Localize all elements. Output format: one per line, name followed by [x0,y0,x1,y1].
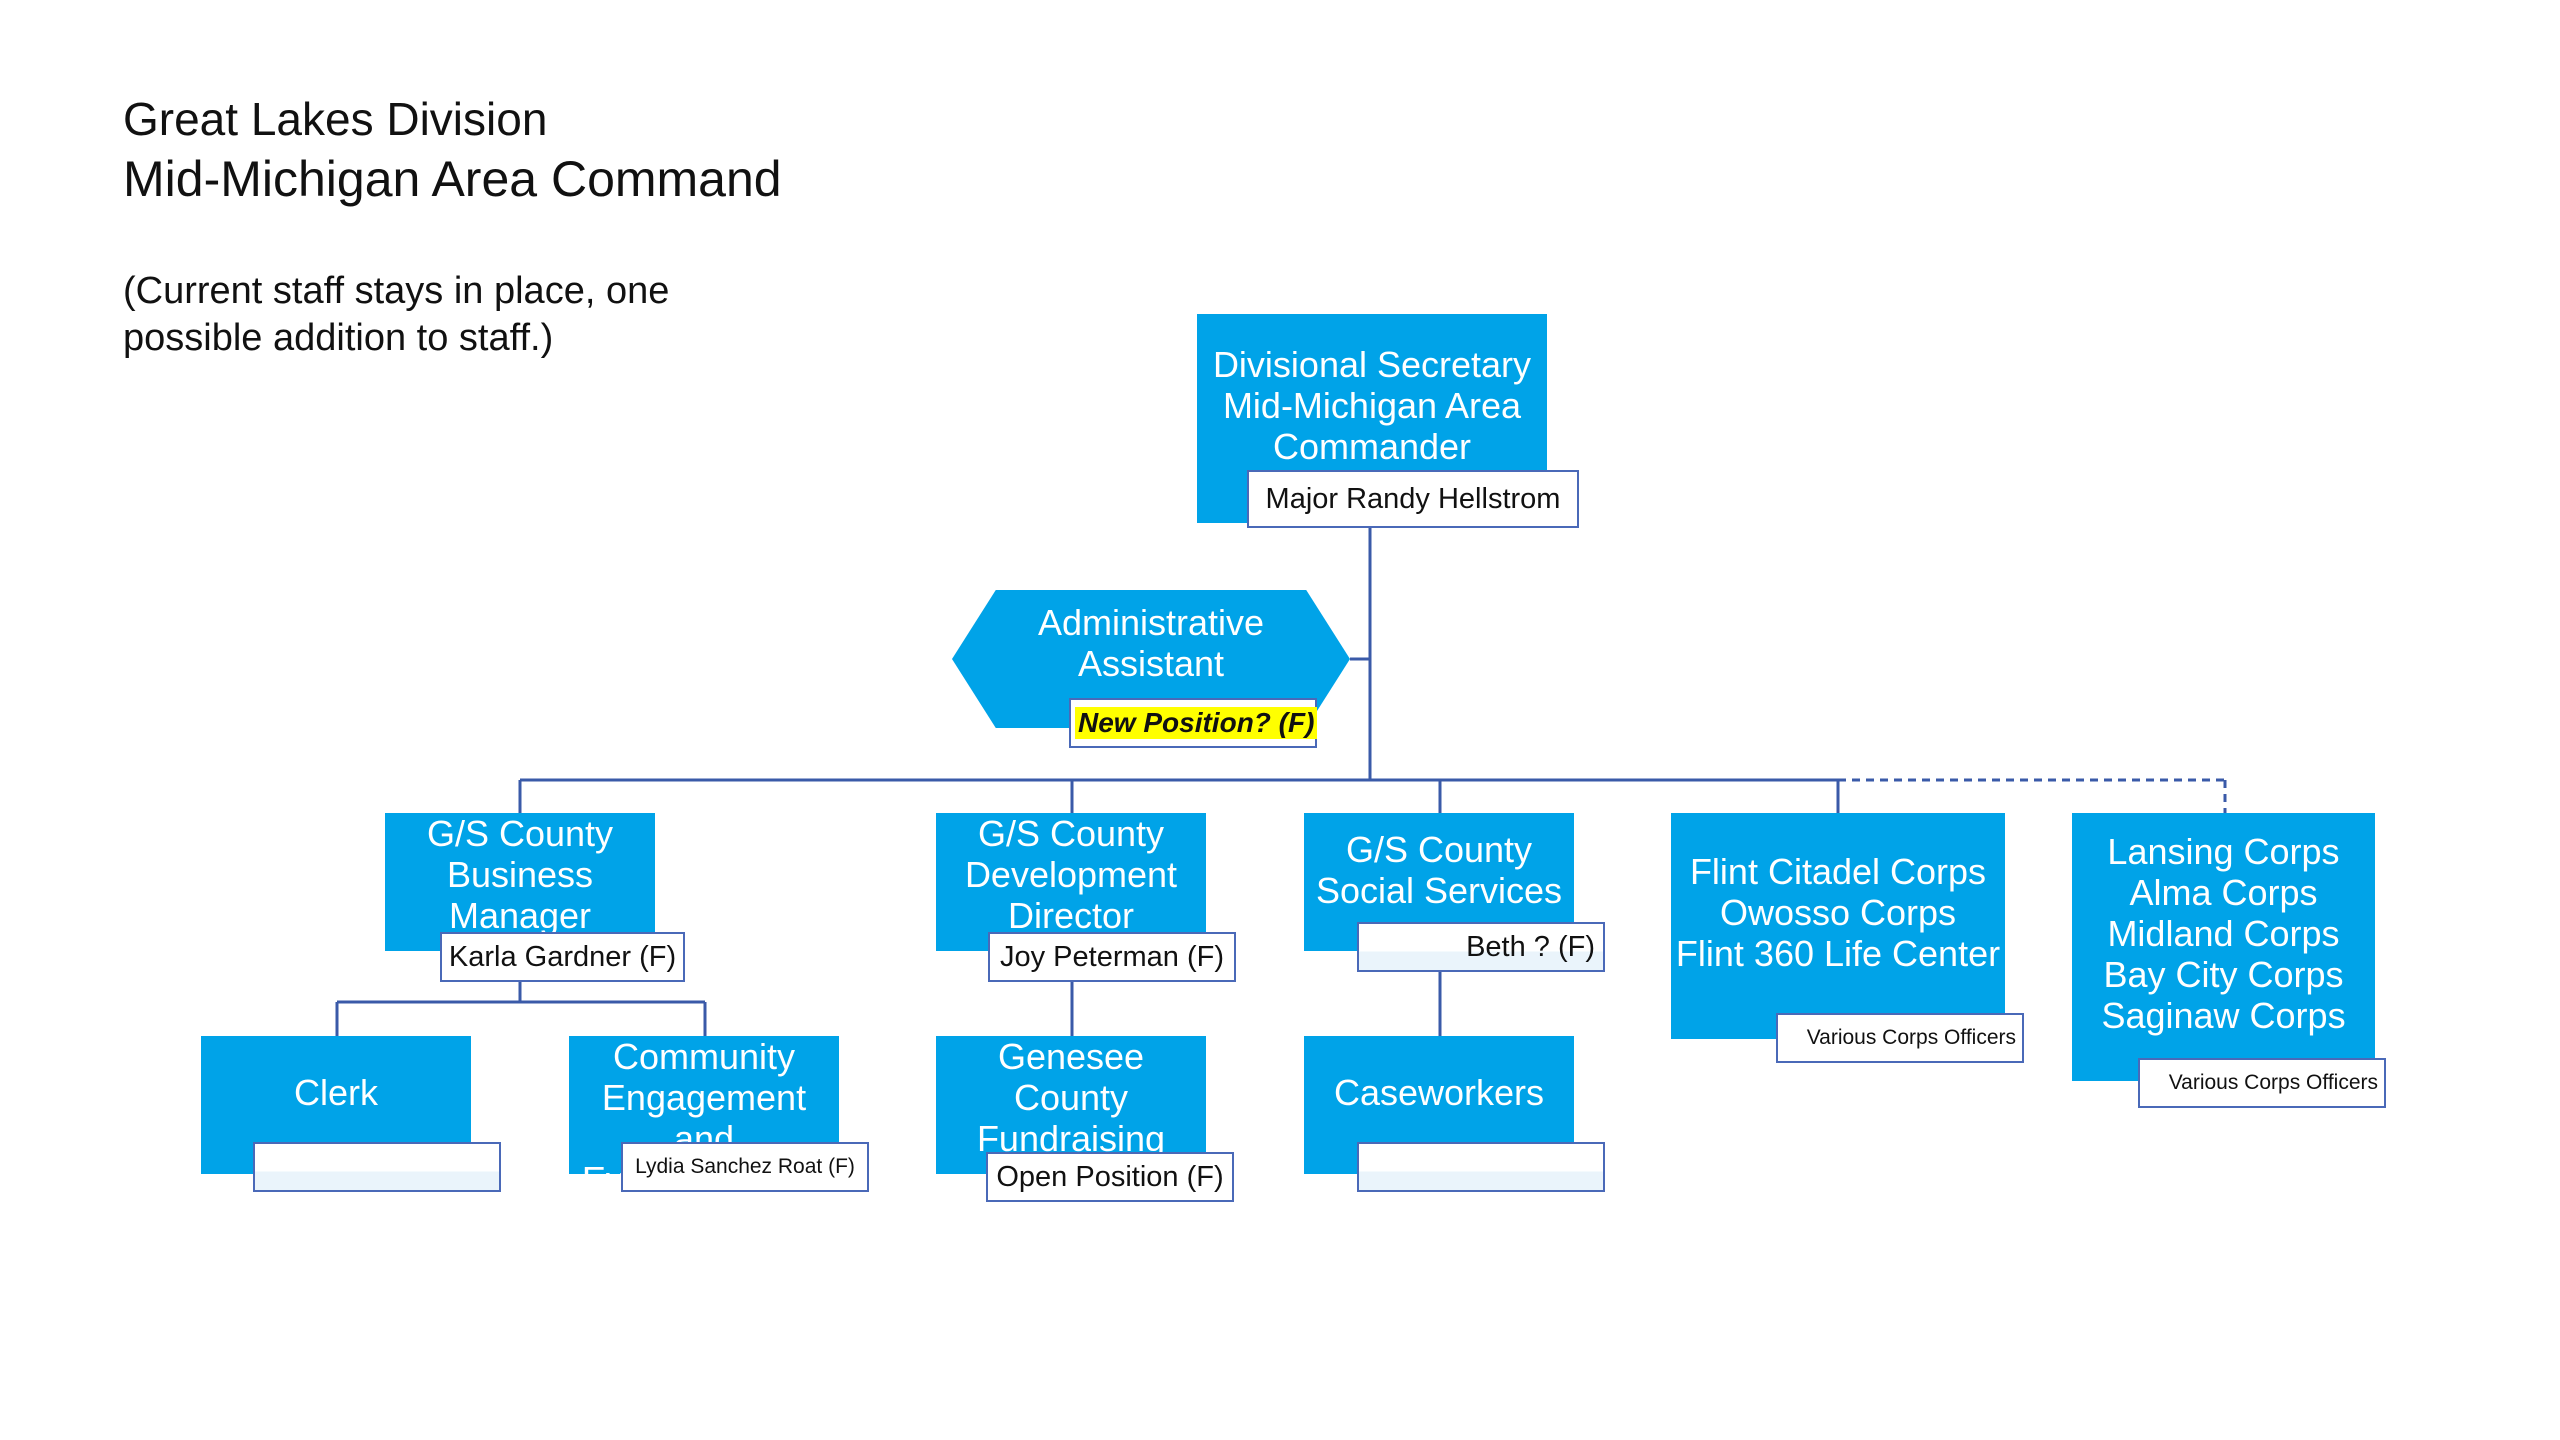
divisional-secretary-title: Divisional Secretary Mid-Michigan Area C… [1212,344,1532,467]
fundraising-associate-name: Open Position (F) [986,1152,1234,1202]
staff-note: (Current staff stays in place, one possi… [123,270,670,359]
flint-corps-box: Flint Citadel Corps Owosso Corps Flint 3… [1671,813,2005,1039]
lansing-corps-name: Various Corps Officers [2138,1058,2386,1108]
lansing-corps-title: Lansing Corps Alma Corps Midland Corps B… [2101,831,2346,1036]
new-position-highlight: New Position? (F) [1075,707,1318,739]
lansing-corps-box: Lansing Corps Alma Corps Midland Corps B… [2072,813,2375,1081]
administrative-assistant-title: Administrative Assistant [1037,602,1265,684]
business-manager-name: Karla Gardner (F) [440,932,685,982]
social-services-name-text: Beth ? (F) [1466,930,1595,963]
flint-corps-name: Various Corps Officers [1776,1013,2024,1063]
social-services-title: G/S County Social Services [1315,829,1563,911]
development-director-box: G/S County Development Director [936,813,1206,951]
clerk-title: Clerk [293,1072,378,1113]
administrative-assistant-name: New Position? (F) [1069,698,1318,748]
division-title: Great Lakes Division [123,93,548,145]
caseworkers-title: Caseworkers [1333,1072,1545,1113]
development-director-title: G/S County Development Director [964,813,1178,936]
divisional-secretary-name: Major Randy Hellstrom [1247,470,1579,528]
business-manager-title: G/S County Business Manager [426,813,614,936]
clerk-name [253,1142,501,1192]
caseworkers-name [1357,1142,1605,1192]
development-director-name: Joy Peterman (F) [988,932,1236,982]
community-manager-name: Lydia Sanchez Roat (F) [621,1142,869,1192]
flint-corps-title: Flint Citadel Corps Owosso Corps Flint 3… [1675,851,2001,974]
social-services-name: Beth ? (F) [1357,922,1605,972]
command-title: Mid-Michigan Area Command [123,151,782,207]
business-manager-box: G/S County Business Manager [385,813,655,951]
